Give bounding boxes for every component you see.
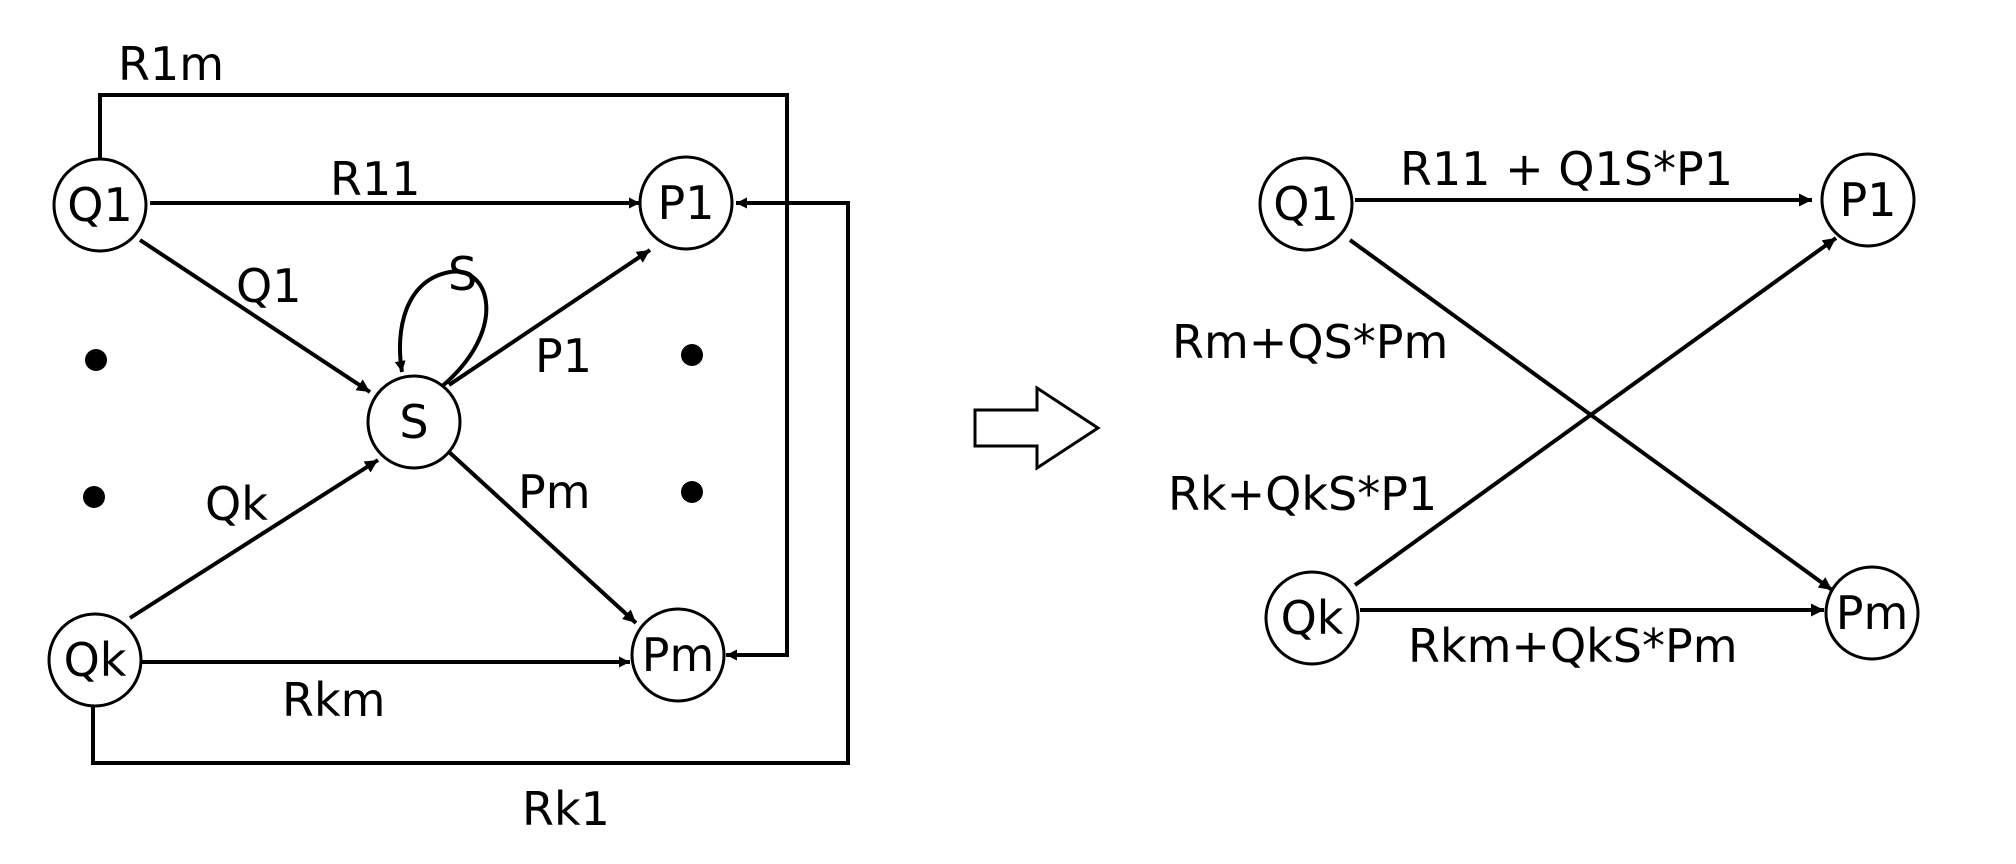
svg-text:Q1: Q1 bbox=[1273, 177, 1338, 231]
ellipsis-dot bbox=[85, 349, 107, 371]
ellipsis-dot bbox=[681, 481, 703, 503]
right-node-pm: Pm bbox=[1824, 565, 1920, 661]
svg-text:Q1: Q1 bbox=[67, 178, 132, 232]
svg-text:P1: P1 bbox=[657, 176, 714, 230]
label-qk-p1: Rk+QkS*P1 bbox=[1168, 467, 1437, 521]
edge-s-p1 bbox=[447, 248, 652, 387]
edge-s-pm bbox=[447, 450, 638, 625]
svg-text:Qk: Qk bbox=[1281, 591, 1344, 645]
svg-text:S: S bbox=[399, 395, 428, 449]
left-node-q1: Q1 bbox=[52, 157, 148, 253]
label-qk: Qk bbox=[205, 477, 268, 531]
label-qk-pm: Rkm+QkS*Pm bbox=[1408, 619, 1738, 673]
svg-text:Pm: Pm bbox=[642, 628, 715, 682]
left-node-pm: Pm bbox=[630, 607, 726, 703]
transform-arrow-icon bbox=[973, 385, 1101, 471]
right-node-q1: Q1 bbox=[1258, 156, 1354, 252]
label-q1-p1: R11 + Q1S*P1 bbox=[1400, 142, 1733, 196]
label-q1: Q1 bbox=[236, 259, 301, 313]
label-r11: R11 bbox=[330, 152, 421, 206]
svg-text:P1: P1 bbox=[1839, 173, 1896, 227]
label-pm: Pm bbox=[518, 465, 591, 519]
left-node-s: S bbox=[366, 374, 462, 470]
edge-qk-s bbox=[128, 458, 380, 620]
edge-qk-p1 bbox=[1353, 236, 1838, 587]
edge-rk1 bbox=[91, 197, 850, 765]
svg-text:Qk: Qk bbox=[64, 633, 127, 687]
ellipsis-dot bbox=[83, 486, 105, 508]
left-node-qk: Qk bbox=[47, 612, 143, 708]
right-diagram: Q1 Qk P1 Pm R11 + Q1S*P1 Rm+QS*Pm Rk+QkS… bbox=[1168, 142, 1920, 673]
left-diagram: Q1 Qk S P1 Pm R1m R11 Q1 S P1 Qk Pm Rkm … bbox=[47, 37, 850, 836]
svg-text:Pm: Pm bbox=[1836, 586, 1909, 640]
label-rk1: Rk1 bbox=[522, 782, 610, 836]
edge-s-loop bbox=[394, 269, 489, 390]
label-rkm: Rkm bbox=[282, 673, 385, 727]
label-q1-pm: Rm+QS*Pm bbox=[1172, 315, 1448, 369]
ellipsis-dot bbox=[681, 344, 703, 366]
edge-r1m bbox=[98, 93, 789, 661]
right-node-p1: P1 bbox=[1820, 152, 1916, 248]
edge-q1-s bbox=[138, 238, 372, 394]
label-p1: P1 bbox=[535, 329, 592, 383]
left-node-p1: P1 bbox=[638, 155, 734, 251]
label-r1m: R1m bbox=[118, 37, 224, 91]
right-node-qk: Qk bbox=[1264, 570, 1360, 666]
label-s-loop: S bbox=[448, 247, 477, 301]
